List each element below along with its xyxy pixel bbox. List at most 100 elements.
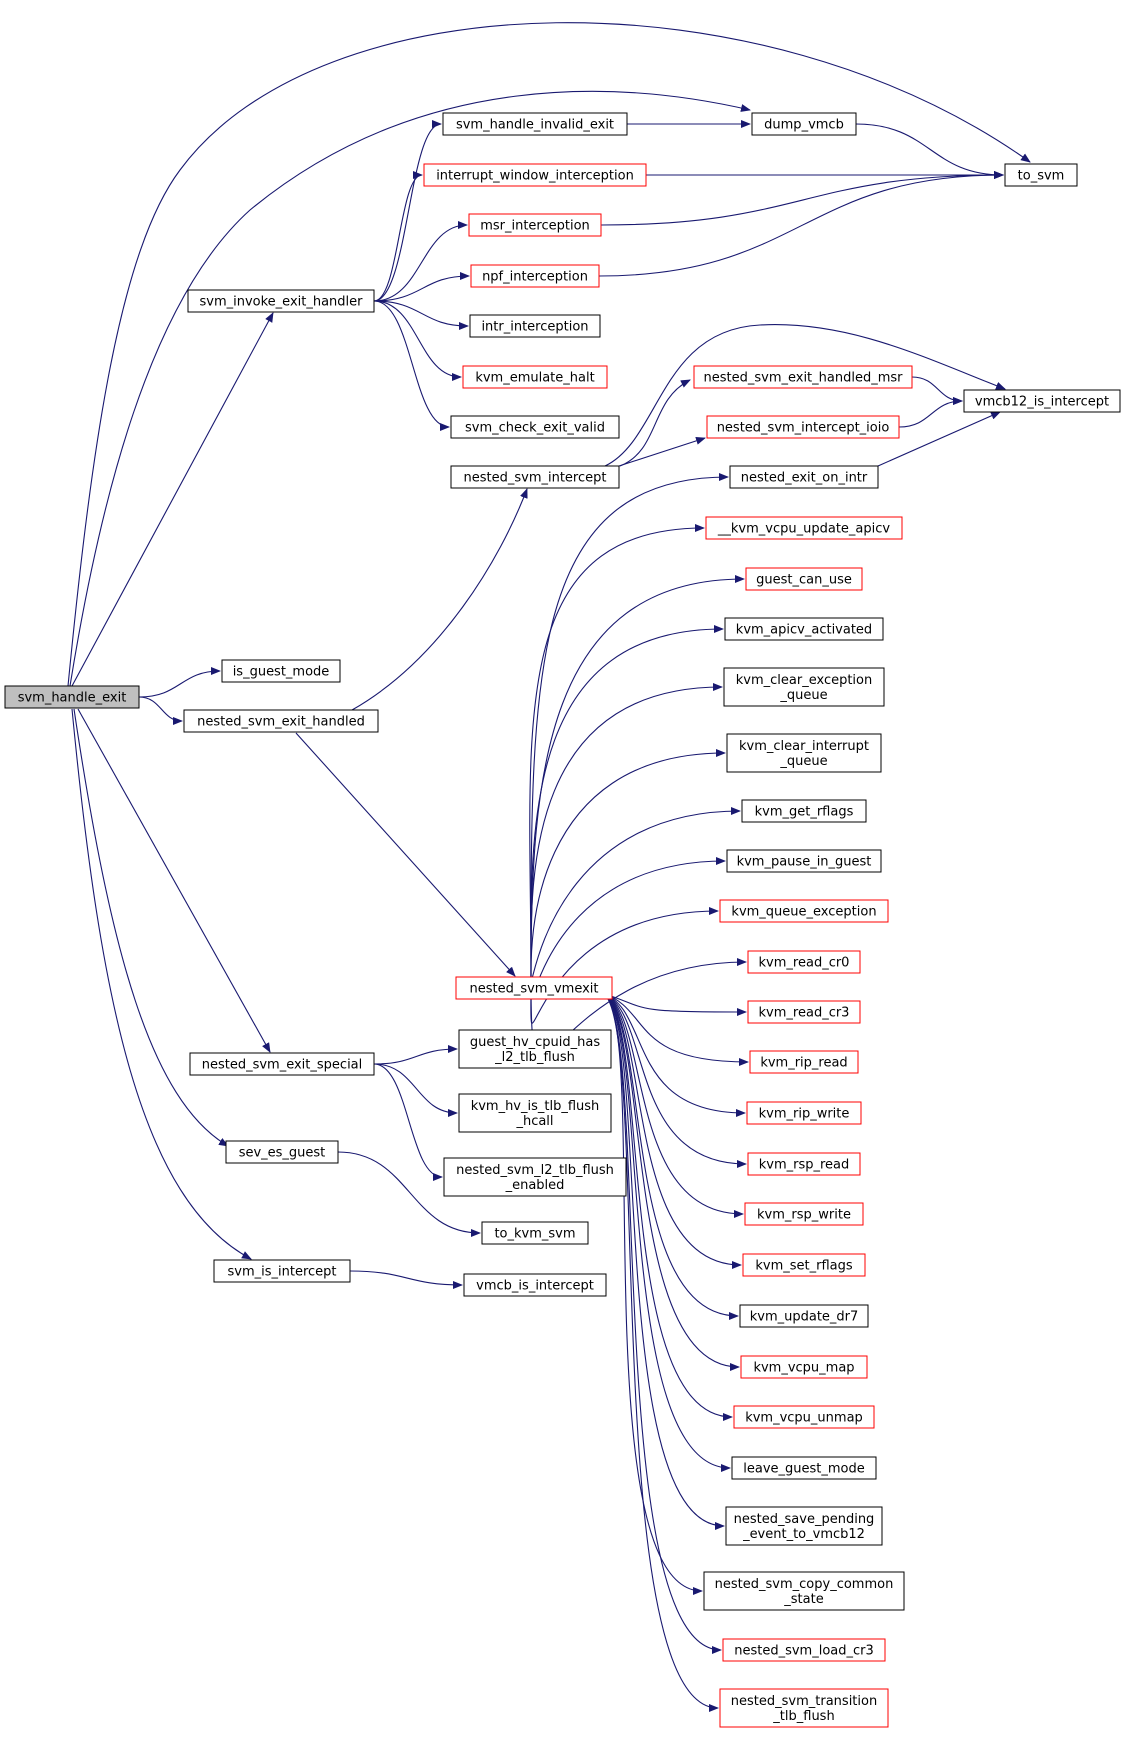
node-kvm-set-rflags[interactable]: kvm_set_rflags — [742, 1253, 866, 1277]
node-box[interactable] — [187, 289, 375, 313]
node-kvm-read-cr3[interactable]: kvm_read_cr3 — [747, 1000, 861, 1024]
node-svm-is-intercept[interactable]: svm_is_intercept — [213, 1259, 351, 1283]
node-nested-svm-intercept-ioio[interactable]: nested_svm_intercept_ioio — [706, 415, 900, 439]
node-nested-exit-on-intr[interactable]: nested_exit_on_intr — [729, 465, 879, 489]
node-kvm-rsp-read[interactable]: kvm_rsp_read — [747, 1152, 861, 1176]
node-box[interactable] — [423, 163, 647, 187]
node-box[interactable] — [744, 1202, 864, 1226]
node-svm-check-exit-valid[interactable]: svm_check_exit_valid — [450, 415, 620, 439]
node-box[interactable] — [470, 264, 600, 288]
node-box[interactable] — [443, 1157, 627, 1197]
node-kvm-vcpu-map[interactable]: kvm_vcpu_map — [740, 1355, 868, 1379]
node-nested-svm-intercept[interactable]: nested_svm_intercept — [450, 465, 620, 489]
node-to-kvm-svm[interactable]: to_kvm_svm — [481, 1221, 589, 1245]
node-vmcb12-is-intercept[interactable]: vmcb12_is_intercept — [963, 389, 1121, 413]
node-box[interactable] — [458, 1093, 612, 1133]
node-kvm-clear-exception-queue[interactable]: kvm_clear_exception_queue — [723, 667, 885, 707]
node-kvm-rip-read[interactable]: kvm_rip_read — [749, 1050, 859, 1074]
node-dump-vmcb[interactable]: dump_vmcb — [751, 112, 857, 136]
node-kvm-get-rflags[interactable]: kvm_get_rflags — [741, 799, 867, 823]
node-kvm-clear-interrupt-queue[interactable]: kvm_clear_interrupt_queue — [726, 733, 882, 773]
node-box[interactable] — [693, 365, 913, 389]
node-nested-svm-l2-tlb-flush-enabled[interactable]: nested_svm_l2_tlb_flush_enabled — [443, 1157, 627, 1197]
node-box[interactable] — [739, 1304, 869, 1328]
node-box[interactable] — [469, 314, 601, 338]
node-box[interactable] — [719, 1688, 889, 1728]
node-box[interactable] — [749, 1050, 859, 1074]
node-box[interactable] — [703, 1571, 905, 1611]
node-kvm-hv-is-tlb-flush-hcall[interactable]: kvm_hv_is_tlb_flush_hcall — [458, 1093, 612, 1133]
node-nested-svm-load-cr3[interactable]: nested_svm_load_cr3 — [722, 1638, 886, 1662]
node-kvm-pause-in-guest[interactable]: kvm_pause_in_guest — [726, 849, 882, 873]
node-box[interactable] — [450, 465, 620, 489]
node-box[interactable] — [747, 950, 861, 974]
node-intr-interception[interactable]: intr_interception — [469, 314, 601, 338]
node-nested-svm-exit-handled[interactable]: nested_svm_exit_handled — [183, 709, 379, 733]
node-kvm-queue-exception[interactable]: kvm_queue_exception — [719, 899, 889, 923]
node-kvm-update-dr7[interactable]: kvm_update_dr7 — [739, 1304, 869, 1328]
node-svm-handle-invalid-exit[interactable]: svm_handle_invalid_exit — [442, 112, 628, 136]
node-box[interactable] — [747, 1000, 861, 1024]
node-box[interactable] — [725, 1506, 883, 1546]
node-guest-hv-cpuid-has-l2-tlb-flush[interactable]: guest_hv_cpuid_has_l2_tlb_flush — [458, 1029, 612, 1069]
node-box[interactable] — [741, 799, 867, 823]
node-box[interactable] — [481, 1221, 589, 1245]
node-box[interactable] — [462, 365, 608, 389]
node-box[interactable] — [733, 1405, 875, 1429]
node-kvm-rip-write[interactable]: kvm_rip_write — [746, 1101, 862, 1125]
node-box[interactable] — [724, 617, 884, 641]
node-kvm-rsp-write[interactable]: kvm_rsp_write — [744, 1202, 864, 1226]
node-box[interactable] — [442, 112, 628, 136]
node-box[interactable] — [729, 465, 879, 489]
node-nested-svm-exit-handled-msr[interactable]: nested_svm_exit_handled_msr — [693, 365, 913, 389]
node-box[interactable] — [746, 1101, 862, 1125]
node-box[interactable] — [455, 976, 613, 1000]
node-nested-save-pending-event-to-vmcb12[interactable]: nested_save_pending_event_to_vmcb12 — [725, 1506, 883, 1546]
node-msr-interception[interactable]: msr_interception — [468, 213, 602, 237]
node-box[interactable] — [468, 213, 602, 237]
node-box[interactable] — [225, 1140, 339, 1164]
node-box[interactable] — [740, 1355, 868, 1379]
node-kvm-vcpu-unmap[interactable]: kvm_vcpu_unmap — [733, 1405, 875, 1429]
node-box[interactable] — [450, 415, 620, 439]
node-is-guest-mode[interactable]: is_guest_mode — [221, 659, 341, 683]
node-box[interactable] — [726, 849, 882, 873]
node-box[interactable] — [213, 1259, 351, 1283]
node-guest-can-use[interactable]: guest_can_use — [745, 567, 863, 591]
node-nested-svm-copy-common-state[interactable]: nested_svm_copy_common_state — [703, 1571, 905, 1611]
node-box[interactable] — [723, 667, 885, 707]
node-svm-handle-exit[interactable]: svm_handle_exit — [4, 685, 140, 709]
node-box[interactable] — [747, 1152, 861, 1176]
node-box[interactable] — [4, 685, 140, 709]
node-nested-svm-transition-tlb-flush[interactable]: nested_svm_transition_tlb_flush — [719, 1688, 889, 1728]
node-kvm-emulate-halt[interactable]: kvm_emulate_halt — [462, 365, 608, 389]
node-box[interactable] — [705, 516, 903, 540]
node-leave-guest-mode[interactable]: leave_guest_mode — [731, 1456, 877, 1480]
node-vmcb-is-intercept[interactable]: vmcb_is_intercept — [463, 1273, 607, 1297]
node-sev-es-guest[interactable]: sev_es_guest — [225, 1140, 339, 1164]
node-box[interactable] — [742, 1253, 866, 1277]
node-box[interactable] — [722, 1638, 886, 1662]
node-svm-invoke-exit-handler[interactable]: svm_invoke_exit_handler — [187, 289, 375, 313]
node-kvm-vcpu-update-apicv[interactable]: __kvm_vcpu_update_apicv — [705, 516, 903, 540]
node-box[interactable] — [726, 733, 882, 773]
node-box[interactable] — [189, 1052, 375, 1076]
node-nested-svm-vmexit[interactable]: nested_svm_vmexit — [455, 976, 613, 1000]
node-box[interactable] — [963, 389, 1121, 413]
node-nested-svm-exit-special[interactable]: nested_svm_exit_special — [189, 1052, 375, 1076]
node-box[interactable] — [745, 567, 863, 591]
node-box[interactable] — [221, 659, 341, 683]
node-box[interactable] — [731, 1456, 877, 1480]
node-box[interactable] — [1004, 163, 1078, 187]
node-box[interactable] — [719, 899, 889, 923]
node-box[interactable] — [751, 112, 857, 136]
node-box[interactable] — [706, 415, 900, 439]
node-npf-interception[interactable]: npf_interception — [470, 264, 600, 288]
node-kvm-apicv-activated[interactable]: kvm_apicv_activated — [724, 617, 884, 641]
node-interrupt-window-interception[interactable]: interrupt_window_interception — [423, 163, 647, 187]
node-box[interactable] — [458, 1029, 612, 1069]
node-kvm-read-cr0[interactable]: kvm_read_cr0 — [747, 950, 861, 974]
node-box[interactable] — [463, 1273, 607, 1297]
node-to-svm[interactable]: to_svm — [1004, 163, 1078, 187]
node-box[interactable] — [183, 709, 379, 733]
